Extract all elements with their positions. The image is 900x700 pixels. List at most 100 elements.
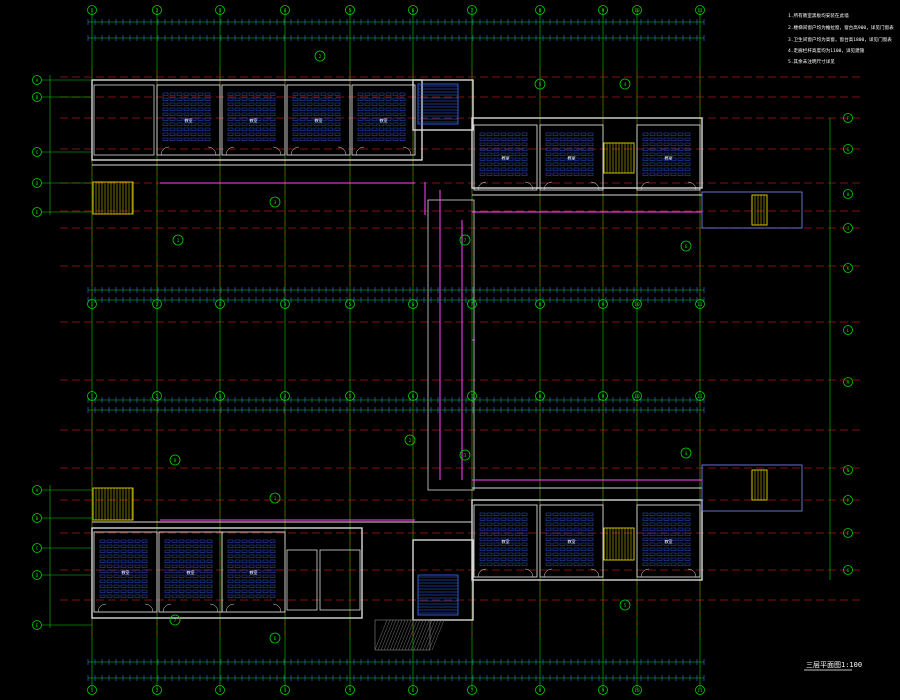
desk: [649, 562, 656, 566]
desk: [500, 162, 507, 166]
desk: [241, 92, 248, 96]
desk: [269, 544, 276, 548]
desk: [587, 522, 594, 526]
desk: [670, 552, 677, 556]
desk: [183, 132, 190, 136]
desk: [227, 564, 234, 568]
desk: [587, 517, 594, 521]
axis-bubble-label: 8: [539, 302, 542, 308]
desk: [255, 554, 262, 558]
desk: [486, 172, 493, 176]
stair: [603, 527, 635, 561]
axis-bubble-label: 2: [156, 688, 159, 694]
desk: [255, 579, 262, 583]
desk: [248, 569, 255, 573]
desk: [162, 112, 169, 116]
desk: [206, 574, 213, 578]
desk: [327, 122, 334, 126]
desk: [327, 107, 334, 111]
axis-bubble-left: [32, 207, 42, 217]
desk: [479, 547, 486, 551]
desk: [164, 544, 171, 548]
axis-bubble: [408, 685, 418, 695]
desk: [649, 547, 656, 551]
desk: [262, 117, 269, 121]
desk: [269, 564, 276, 568]
axis-bubble-right-label: G: [847, 568, 850, 574]
desk: [248, 584, 255, 588]
axis-bubble-label: 7: [471, 8, 474, 14]
desk: [234, 92, 241, 96]
desk: [292, 102, 299, 106]
desk: [248, 594, 255, 598]
desk: [486, 557, 493, 561]
axis-bubble-label: 8: [539, 8, 542, 14]
desk: [227, 589, 234, 593]
axis-bubble-left: [32, 75, 42, 85]
desk: [493, 157, 500, 161]
desk: [241, 559, 248, 563]
desk: [642, 532, 649, 536]
desk: [566, 527, 573, 531]
axis-bubble-right: [843, 565, 853, 575]
desk: [234, 569, 241, 573]
hatch-line: [422, 619, 436, 651]
desk: [313, 137, 320, 141]
desk: [248, 559, 255, 563]
desk: [670, 512, 677, 516]
callout-bubble: [534, 78, 546, 90]
desk: [371, 127, 378, 131]
desk: [204, 122, 211, 126]
desk: [113, 569, 120, 573]
note-line-2: 2.楼梯间窗户均为推拉窗，窗台高900，详见门窗表: [788, 24, 894, 31]
desk: [134, 589, 141, 593]
desk: [552, 517, 559, 521]
desk: [248, 127, 255, 131]
desk: [192, 544, 199, 548]
desk: [642, 517, 649, 521]
desk: [334, 97, 341, 101]
desk: [269, 122, 276, 126]
desk: [670, 162, 677, 166]
desk: [306, 132, 313, 136]
axis-bubble-label: 6: [412, 302, 415, 308]
axis-bubble-label: 7: [471, 688, 474, 694]
desk: [171, 564, 178, 568]
desk: [248, 112, 255, 116]
desk: [392, 107, 399, 111]
desk: [566, 557, 573, 561]
desk: [663, 512, 670, 516]
desk: [141, 539, 148, 543]
desk: [227, 107, 234, 111]
desk: [248, 102, 255, 106]
desk: [241, 102, 248, 106]
desk: [514, 562, 521, 566]
classroom-wall: [93, 531, 158, 613]
desk: [573, 152, 580, 156]
desk: [649, 512, 656, 516]
desk: [642, 552, 649, 556]
desk: [197, 92, 204, 96]
desk: [559, 157, 566, 161]
desk: [141, 584, 148, 588]
desk: [521, 537, 528, 541]
desk: [269, 589, 276, 593]
axis-bubble-label: 10: [634, 302, 640, 308]
desk: [507, 152, 514, 156]
desk: [334, 107, 341, 111]
desk: [164, 584, 171, 588]
desk: [684, 132, 691, 136]
callout-label: 6: [685, 244, 688, 250]
axis-bubble-left: [32, 147, 42, 157]
desk: [190, 127, 197, 131]
stair: [751, 469, 768, 501]
drawing-title: 三层平面图1:100: [804, 661, 862, 671]
desk: [493, 152, 500, 156]
desk: [234, 559, 241, 563]
desk: [106, 554, 113, 558]
desk: [670, 522, 677, 526]
desk: [566, 162, 573, 166]
desk: [327, 102, 334, 106]
desk: [500, 547, 507, 551]
axis-bubble-left-label: D: [36, 573, 39, 579]
